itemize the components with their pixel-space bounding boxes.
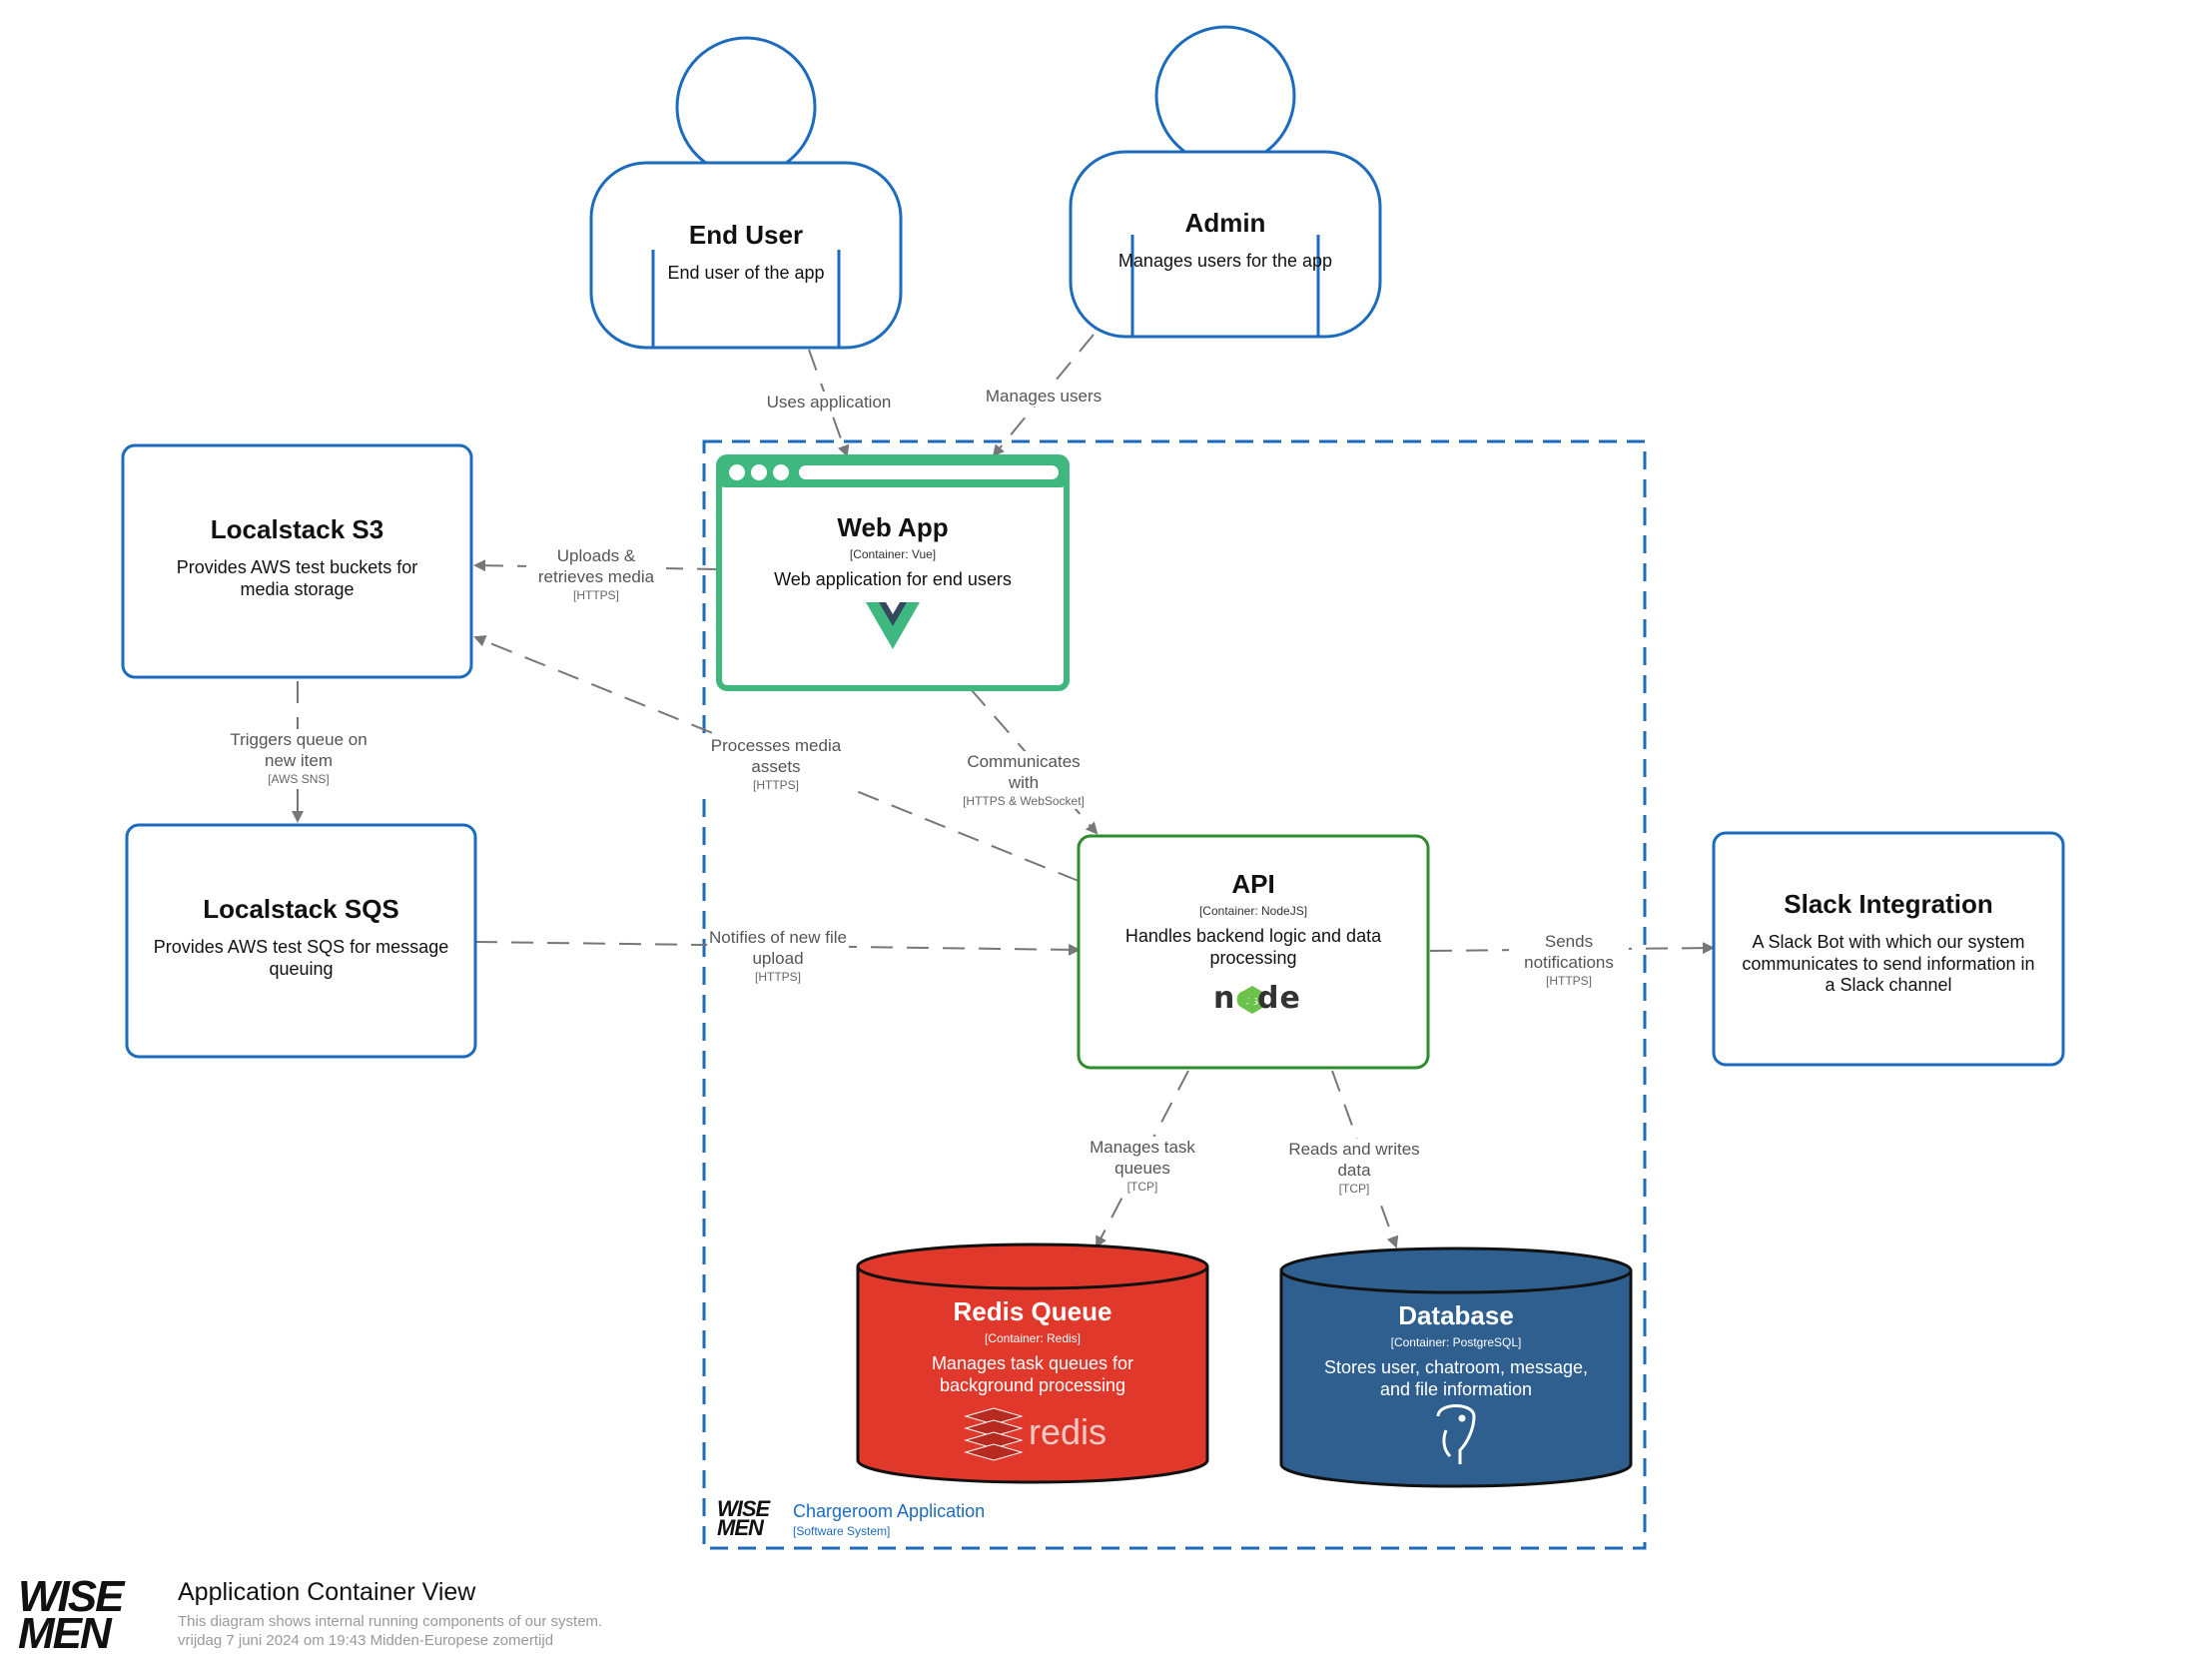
rel-manages-tasks: Manages task queues [TCP] — [1077, 1137, 1208, 1195]
redis-label-group: Redis Queue [Container: Redis] Manages t… — [893, 1296, 1172, 1396]
footer-logo: WISE MEN — [18, 1572, 124, 1658]
end-user-label-group: End User End user of the app — [621, 220, 871, 284]
admin-title: Admin — [1184, 208, 1266, 238]
api-container[interactable] — [1077, 834, 1430, 1070]
boundary-logo: WISE MEN — [717, 1496, 770, 1540]
s3-label-group: Localstack S3 Provides AWS test buckets … — [138, 514, 456, 600]
redis-logo-icon — [964, 1407, 1024, 1461]
api-title: API — [1231, 869, 1275, 899]
sqs-description: Provides AWS test SQS for message queuin… — [153, 937, 449, 979]
rel-uses-app: Uses application — [749, 392, 909, 414]
boundary-title: Chargeroom Application — [793, 1501, 986, 1521]
system-boundary — [702, 439, 1647, 1550]
boundary-type: [Software System] — [793, 1524, 891, 1538]
web-app-label-group: Web App [Container: Vue] Web application… — [723, 512, 1063, 590]
end-user-title: End User — [688, 220, 804, 250]
database-title: Database — [1398, 1300, 1514, 1330]
rel-reads-writes-label: Reads and writes data — [1288, 1140, 1420, 1181]
footer-subtitle: This diagram shows internal running comp… — [178, 1613, 603, 1630]
database-tech: [Container: PostgreSQL] — [1390, 1335, 1522, 1349]
footer-title: Application Container View — [178, 1578, 476, 1606]
end-user-person[interactable] — [589, 36, 903, 350]
web-app-description: Web application for end users — [774, 569, 1012, 589]
slack-external-system[interactable] — [1712, 831, 2065, 1067]
redis-logo-text: redis — [1029, 1411, 1107, 1452]
admin-person[interactable] — [1069, 25, 1382, 339]
rel-communicates-label: Communicates with — [967, 752, 1081, 793]
redis-tech: [Container: Redis] — [984, 1331, 1082, 1345]
rel-manages-users: Manages users — [969, 386, 1118, 408]
rel-reads-writes-tech: [TCP] — [1338, 1181, 1370, 1196]
redis-description: Manages task queues for background proce… — [931, 1353, 1134, 1395]
s3-external-system[interactable] — [121, 443, 473, 679]
admin-description: Manages users for the app — [1117, 251, 1333, 271]
edge-communicates — [970, 688, 1099, 835]
boundary-label-group: Chargeroom Application [Software System] — [793, 1501, 985, 1538]
footer-text-group: Application Container View This diagram … — [178, 1578, 602, 1649]
edge-manages-tasks — [1096, 1070, 1189, 1248]
vue-logo-icon — [866, 602, 920, 649]
database-container[interactable] — [1279, 1246, 1633, 1488]
rel-uploads-tech: [HTTPS] — [572, 587, 619, 602]
nodejs-logo-text: node — [1213, 981, 1301, 1016]
api-tech: [Container: NodeJS] — [1198, 904, 1308, 918]
rel-uploads-label: Uploads & retrieves media — [537, 546, 655, 587]
svg-text:JS: JS — [1246, 997, 1258, 1008]
rel-uploads: Uploads & retrieves media [HTTPS] — [526, 545, 666, 603]
rel-manages-users-label: Manages users — [985, 387, 1103, 406]
rel-manages-tasks-tech: [TCP] — [1126, 1179, 1158, 1194]
rel-processes: Processes media assets [HTTPS] — [702, 735, 850, 793]
slack-title: Slack Integration — [1784, 889, 1993, 919]
api-description: Handles backend logic and data processin… — [1124, 926, 1382, 968]
database-label-group: Database [Container: PostgreSQL] Stores … — [1316, 1300, 1596, 1400]
s3-title: Localstack S3 — [210, 514, 384, 544]
rel-reads-writes: Reads and writes data [TCP] — [1279, 1139, 1429, 1197]
redis-queue-container[interactable] — [856, 1243, 1209, 1484]
sqs-external-system[interactable] — [125, 823, 477, 1059]
web-app-title: Web App — [837, 512, 949, 542]
rel-notifies-tech: [HTTPS] — [754, 969, 801, 984]
nodejs-logo-icon: JS — [1240, 986, 1264, 1014]
rel-sends: Sends notifications [HTTPS] — [1509, 931, 1629, 989]
rel-communicates-tech: [HTTPS & WebSocket] — [963, 793, 1085, 808]
edge-sends — [1429, 942, 1715, 955]
redis-title: Redis Queue — [953, 1296, 1112, 1326]
rel-notifies-label: Notifies of new file upload — [709, 928, 847, 969]
end-user-description: End user of the app — [667, 263, 825, 283]
postgresql-elephant-icon — [1436, 1404, 1476, 1464]
s3-description: Provides AWS test buckets for media stor… — [176, 557, 418, 599]
web-app-container[interactable] — [716, 454, 1070, 691]
api-label-group: API [Container: NodeJS] Handles backend … — [1089, 869, 1418, 969]
rel-sends-tech: [HTTPS] — [1545, 973, 1592, 988]
rel-processes-label: Processes media assets — [710, 736, 842, 777]
rel-communicates: Communicates with [HTTPS & WebSocket] — [939, 751, 1108, 809]
rel-sends-label: Sends notifications — [1524, 932, 1614, 973]
web-app-tech: [Container: Vue] — [849, 547, 937, 561]
footer-timestamp: vrijdag 7 juni 2024 om 19:43 Midden-Euro… — [178, 1632, 554, 1649]
rel-uses-app-label: Uses application — [766, 393, 892, 412]
rel-notifies: Notifies of new file upload [HTTPS] — [707, 927, 849, 985]
sqs-label-group: Localstack SQS Provides AWS test SQS for… — [142, 894, 460, 980]
rel-triggers: Triggers queue on new item [AWS SNS] — [229, 729, 369, 787]
slack-label-group: Slack Integration A Slack Bot with which… — [1739, 889, 2038, 997]
rel-triggers-tech: [AWS SNS] — [268, 771, 330, 786]
rel-processes-tech: [HTTPS] — [752, 777, 799, 792]
database-description: Stores user, chatroom, message, and file… — [1323, 1357, 1589, 1399]
rel-manages-tasks-label: Manages task queues — [1090, 1138, 1195, 1179]
rel-triggers-label: Triggers queue on new item — [230, 730, 368, 771]
sqs-title: Localstack SQS — [203, 894, 399, 924]
slack-description: A Slack Bot with which our system commun… — [1742, 932, 2035, 996]
admin-label-group: Admin Manages users for the app — [1091, 208, 1360, 272]
